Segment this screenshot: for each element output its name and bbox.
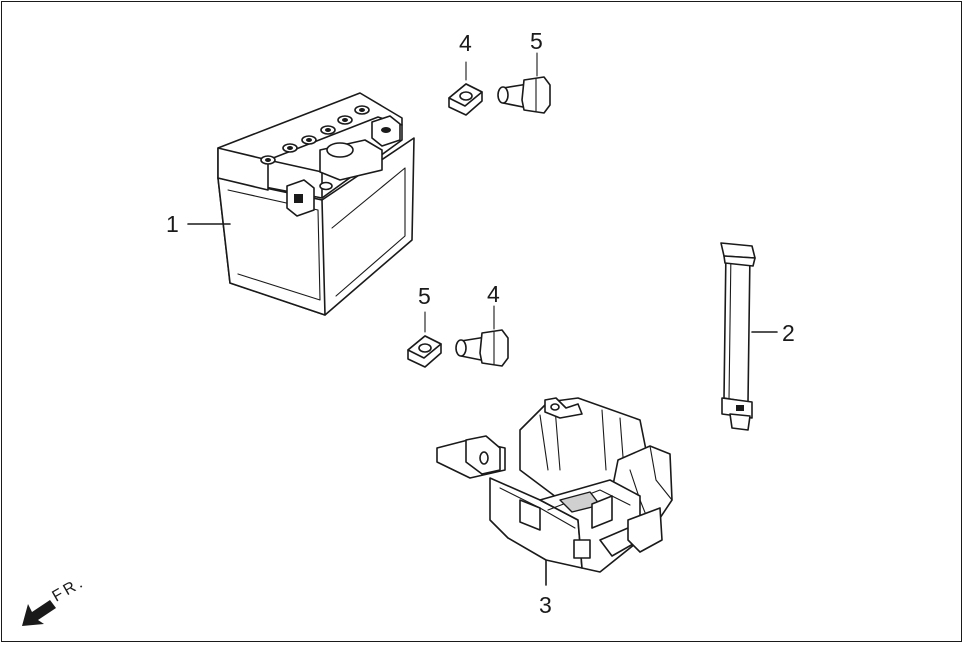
- callout-2: 2: [782, 320, 795, 346]
- battery-terminal-front: [286, 179, 315, 217]
- bolt-part-mid: 4: [455, 281, 509, 367]
- callout-4-mid: 4: [487, 281, 500, 307]
- nut-part-mid: 5: [407, 283, 442, 368]
- nut-part-top: 4: [448, 30, 483, 116]
- battery-tray-part: 3: [436, 397, 673, 618]
- callout-5-mid: 5: [418, 283, 431, 309]
- battery-terminal-rear: [371, 115, 401, 147]
- front-arrow-icon: [22, 600, 56, 626]
- callout-1: 1: [166, 211, 179, 237]
- front-direction-indicator: FR.: [22, 573, 88, 626]
- front-label: FR.: [50, 573, 89, 605]
- callout-4-top: 5: [530, 28, 543, 54]
- callout-5-top: 4: [459, 30, 472, 56]
- vent-caps: [260, 105, 370, 165]
- callout-3: 3: [539, 592, 552, 618]
- battery-part: 1: [166, 92, 415, 316]
- bolt-part-top: 5: [497, 28, 551, 114]
- strap-part: 2: [720, 242, 795, 431]
